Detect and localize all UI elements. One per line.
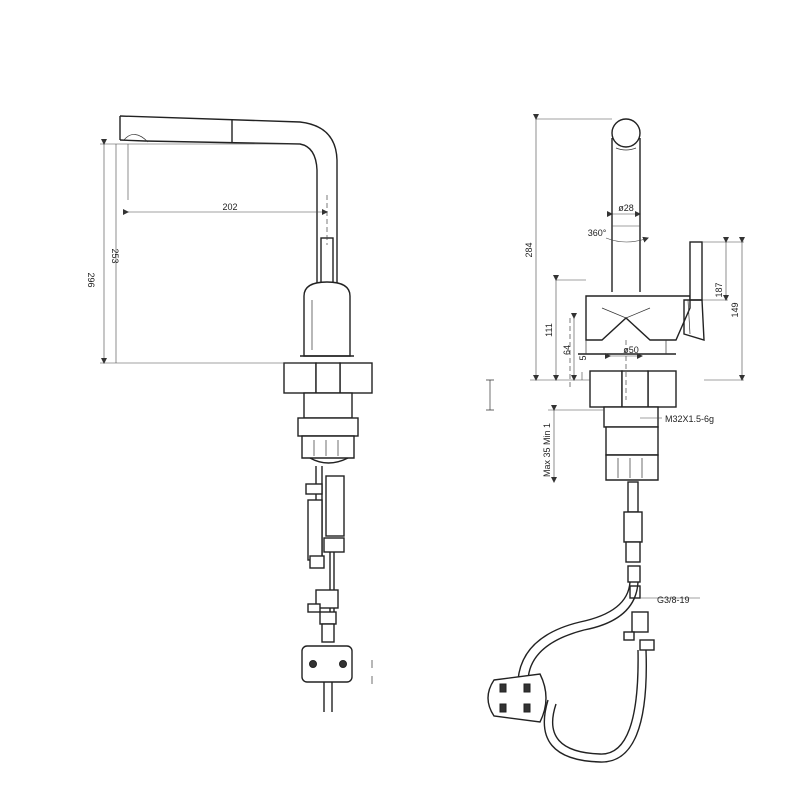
right-supply-hose	[623, 481, 655, 651]
right-thread-main: M32X1.5-6g	[665, 414, 714, 424]
left-dim-spout-height: 253	[110, 248, 120, 263]
right-dim-base-64: 64	[562, 345, 572, 355]
left-counter	[283, 362, 373, 437]
right-dim-lever-top: 187	[714, 282, 724, 297]
right-dia-base: ø50	[623, 345, 639, 355]
right-mounting-nut	[605, 426, 659, 481]
right-centerlines	[569, 318, 627, 400]
left-view: 202 253 296	[86, 115, 373, 712]
right-pulldown-hose	[517, 581, 647, 763]
right-dim-height: 284	[524, 242, 534, 257]
right-thread-hose: G3/8-19	[657, 595, 690, 605]
right-hose-weight	[487, 673, 547, 723]
left-dimensions	[100, 139, 328, 364]
left-dim-reach: 202	[222, 202, 237, 212]
right-side-mark	[486, 379, 494, 411]
right-spout	[611, 118, 641, 292]
left-dim-total-height: 296	[86, 272, 96, 287]
right-max-thickness: Max 35 Min 1	[542, 423, 552, 477]
left-body	[300, 281, 354, 357]
right-dia-spout: ø28	[618, 203, 634, 213]
right-rotation-label: 360°	[588, 228, 607, 238]
right-dim-body-height: 111	[544, 323, 554, 337]
left-connector	[307, 589, 339, 643]
right-dim-lever-full: 149	[730, 302, 740, 317]
right-dim-base-5: 5	[578, 355, 588, 360]
right-rotation-marker	[605, 225, 649, 243]
left-mounting-nut	[301, 435, 355, 464]
left-spout	[119, 115, 338, 292]
right-dimensions	[530, 114, 745, 599]
right-view: ø28 360° ø50 M32X1.5-6g G3/8-19 284 111 …	[486, 114, 745, 763]
right-counter	[589, 370, 677, 428]
right-lever	[683, 241, 705, 341]
left-hose-weight	[301, 645, 353, 712]
